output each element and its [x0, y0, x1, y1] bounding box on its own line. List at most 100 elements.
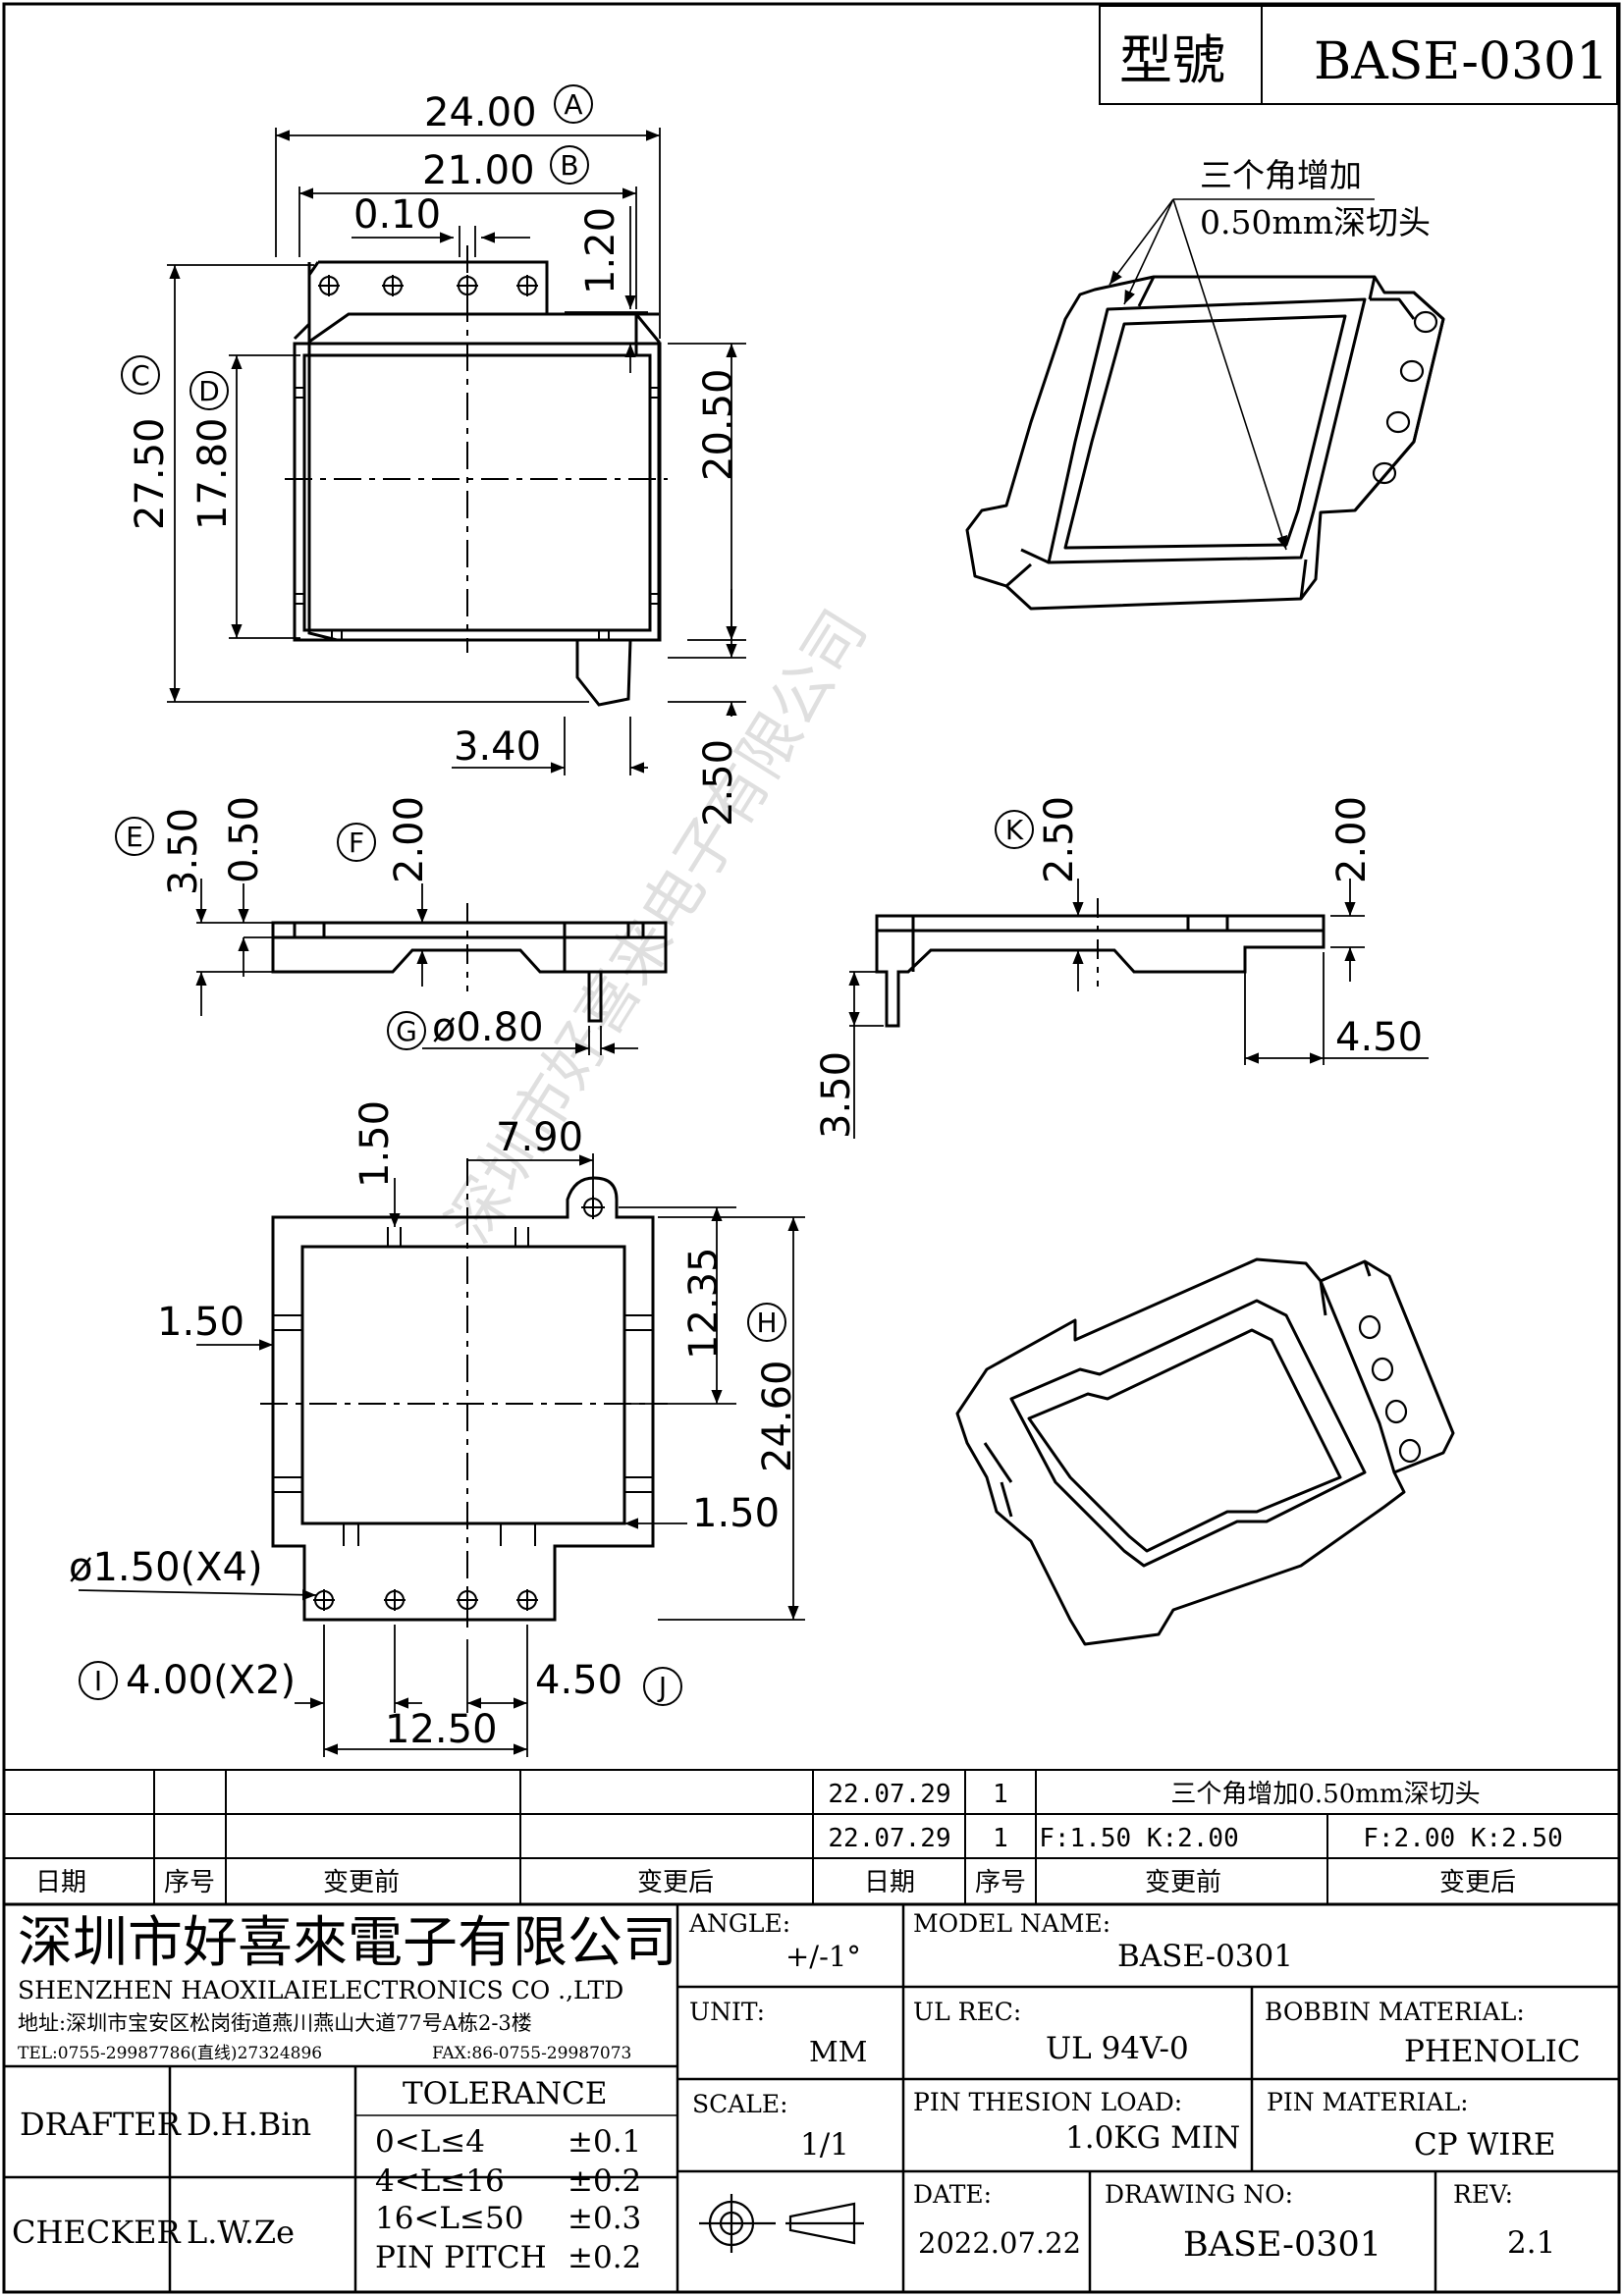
callouts-top: [121, 84, 593, 410]
signatures: DRAFTER D.H.Bin CHECKER L.W.Ze: [12, 2106, 311, 2251]
dim-27-50: 27.50: [128, 417, 173, 530]
revision-table: [4, 1769, 1619, 1906]
spec-fields: ANGLE: +/-1° MODEL NAME: BASE-0301 UNIT:…: [688, 1909, 1581, 2265]
bottom-view-text: 1.50 7.90 12.35 24.60 1.50 1.50 ø1.50(X4…: [69, 1100, 800, 1752]
rev-header-before-2: 变更前: [1145, 1868, 1221, 1897]
dim-2-00-b: 2.00: [1329, 796, 1375, 883]
side-view-right: [875, 898, 1325, 1028]
tol-value-3: ±0.3: [568, 2201, 641, 2236]
isometric-view-top: [965, 275, 1445, 611]
unit-label: UNIT:: [689, 1998, 765, 2026]
ul-label: UL REC:: [913, 1998, 1021, 2026]
callout-i: I: [94, 1665, 102, 1697]
rev2-after: F:2.00 K:2.50: [1363, 1824, 1563, 1853]
dim-24: 24.00: [424, 90, 537, 135]
callout-c: C: [131, 359, 150, 392]
ul-value: UL 94V-0: [1046, 2031, 1189, 2066]
tol-range-1: 0<L≤4: [375, 2124, 485, 2160]
scale-label: SCALE:: [692, 2090, 788, 2118]
dim-hole: ø1.50(X4): [69, 1545, 263, 1590]
rev1-seq: 1: [993, 1780, 1008, 1809]
model-header-label: 型號: [1119, 29, 1225, 91]
dim-4-50-a: 4.50: [1335, 1015, 1423, 1060]
dim-3-40: 3.40: [454, 724, 541, 770]
company-name-cn: 深圳市好喜來電子有限公司: [18, 1911, 677, 1975]
company-tel: TEL:0755-29987786(直线)27324896: [18, 2044, 322, 2063]
date-value: 2022.07.22: [918, 2226, 1081, 2260]
side-view-left-dims: [195, 879, 638, 1055]
dim-1-20: 1.20: [578, 207, 623, 294]
callout-k-circle: [995, 810, 1034, 849]
tol-value-4: ±0.2: [568, 2240, 641, 2275]
pin-material-value: CP WIRE: [1414, 2127, 1556, 2163]
tolerance-table: TOLERANCE 0<L≤4 ±0.1 4<L≤16 ±0.2 16<L≤50…: [355, 2076, 677, 2275]
dim-4-50-b: 4.50: [535, 1658, 622, 1703]
bobbin-label: BOBBIN MATERIAL:: [1265, 1998, 1525, 2026]
dim-1-50-b: 1.50: [157, 1300, 244, 1345]
dim-12-50: 12.50: [385, 1707, 498, 1752]
side-view-left: [271, 903, 668, 1023]
revision-rows: 22.07.29 1 三个角增加0.50mm深切头 22.07.29 1 F:1…: [35, 1780, 1563, 1897]
rev-header-seq: 序号: [164, 1868, 215, 1897]
rev-header-seq-2: 序号: [975, 1868, 1026, 1897]
note-leader: [1109, 198, 1375, 551]
tol-value-2: ±0.2: [568, 2163, 641, 2199]
side-view-right-dims: [848, 879, 1429, 1139]
dim-21: 21.00: [422, 148, 535, 193]
callout-j: J: [657, 1671, 667, 1703]
dim-7-90: 7.90: [496, 1115, 583, 1160]
pin-load-label: PIN THESION LOAD:: [913, 2088, 1182, 2116]
angle-value: +/-1°: [785, 1940, 861, 1973]
drawing-no-value: BASE-0301: [1183, 2225, 1381, 2265]
angle-label: ANGLE:: [688, 1909, 790, 1938]
date-label: DATE:: [913, 2180, 992, 2209]
model-name-label: MODEL NAME:: [913, 1909, 1110, 1938]
callout-d: D: [198, 375, 220, 407]
dim-0-10: 0.10: [353, 192, 441, 238]
dim-3-50-b: 3.50: [814, 1051, 859, 1139]
callout-labels-bottom: H I J: [94, 1307, 778, 1703]
isometric-view-bottom: [955, 1257, 1455, 1646]
dim-1-50-c: 1.50: [692, 1491, 780, 1536]
bottom-view: [260, 1158, 668, 1634]
pin-material-label: PIN MATERIAL:: [1267, 2088, 1469, 2116]
tol-range-2: 4<L≤16: [375, 2163, 505, 2199]
callouts-side-left: [115, 817, 426, 1050]
callout-f: F: [349, 827, 364, 859]
rev-header-date: 日期: [35, 1868, 86, 1897]
top-view-dimension-text: 24.00 21.00 0.10 1.20 27.50 17.80 20.50 …: [128, 90, 741, 827]
side-view-left-text: 3.50 0.50 2.00 ø0.80: [161, 796, 544, 1050]
callout-b: B: [560, 149, 578, 182]
callout-k: K: [1005, 814, 1024, 846]
bobbin-value: PHENOLIC: [1404, 2034, 1581, 2069]
dim-2-50-k: 2.50: [1037, 796, 1082, 883]
note-line-1: 三个角增加: [1200, 156, 1362, 194]
rev1-date: 22.07.29: [828, 1780, 950, 1809]
drafter-label: DRAFTER: [20, 2106, 182, 2143]
model-name-value: BASE-0301: [1117, 1939, 1293, 1974]
pin-load-value: 1.0KG MIN: [1065, 2120, 1240, 2156]
dim-20-50: 20.50: [696, 368, 741, 481]
rev1-after: 三个角增加0.50mm深切头: [1170, 1780, 1480, 1809]
rev2-before: F:1.50 K:2.00: [1039, 1824, 1239, 1853]
projection-symbol-icon: [699, 2194, 864, 2253]
rev2-seq: 1: [993, 1824, 1008, 1853]
drawing-no-label: DRAWING NO:: [1105, 2180, 1293, 2209]
callout-e: E: [126, 821, 143, 853]
scale-value: 1/1: [800, 2127, 849, 2163]
checker-value: L.W.Ze: [187, 2214, 295, 2251]
top-view: [285, 245, 668, 707]
rev-header-after-2: 变更后: [1439, 1868, 1516, 1897]
company-name-en: SHENZHEN HAOXILAIELECTRONICS CO .,LTD: [18, 1976, 623, 2004]
callout-g: G: [396, 1015, 417, 1047]
tol-value-1: ±0.1: [568, 2124, 641, 2160]
rev-header-before: 变更前: [323, 1868, 400, 1897]
dim-2-00-a: 2.00: [387, 796, 432, 883]
side-view-right-text: 2.50 2.00 4.50 3.50: [814, 796, 1423, 1139]
drafter-value: D.H.Bin: [187, 2106, 311, 2143]
unit-value: MM: [809, 2035, 867, 2068]
callouts-bottom: [79, 1303, 786, 1706]
company-fax: FAX:86-0755-29987073: [432, 2044, 631, 2063]
